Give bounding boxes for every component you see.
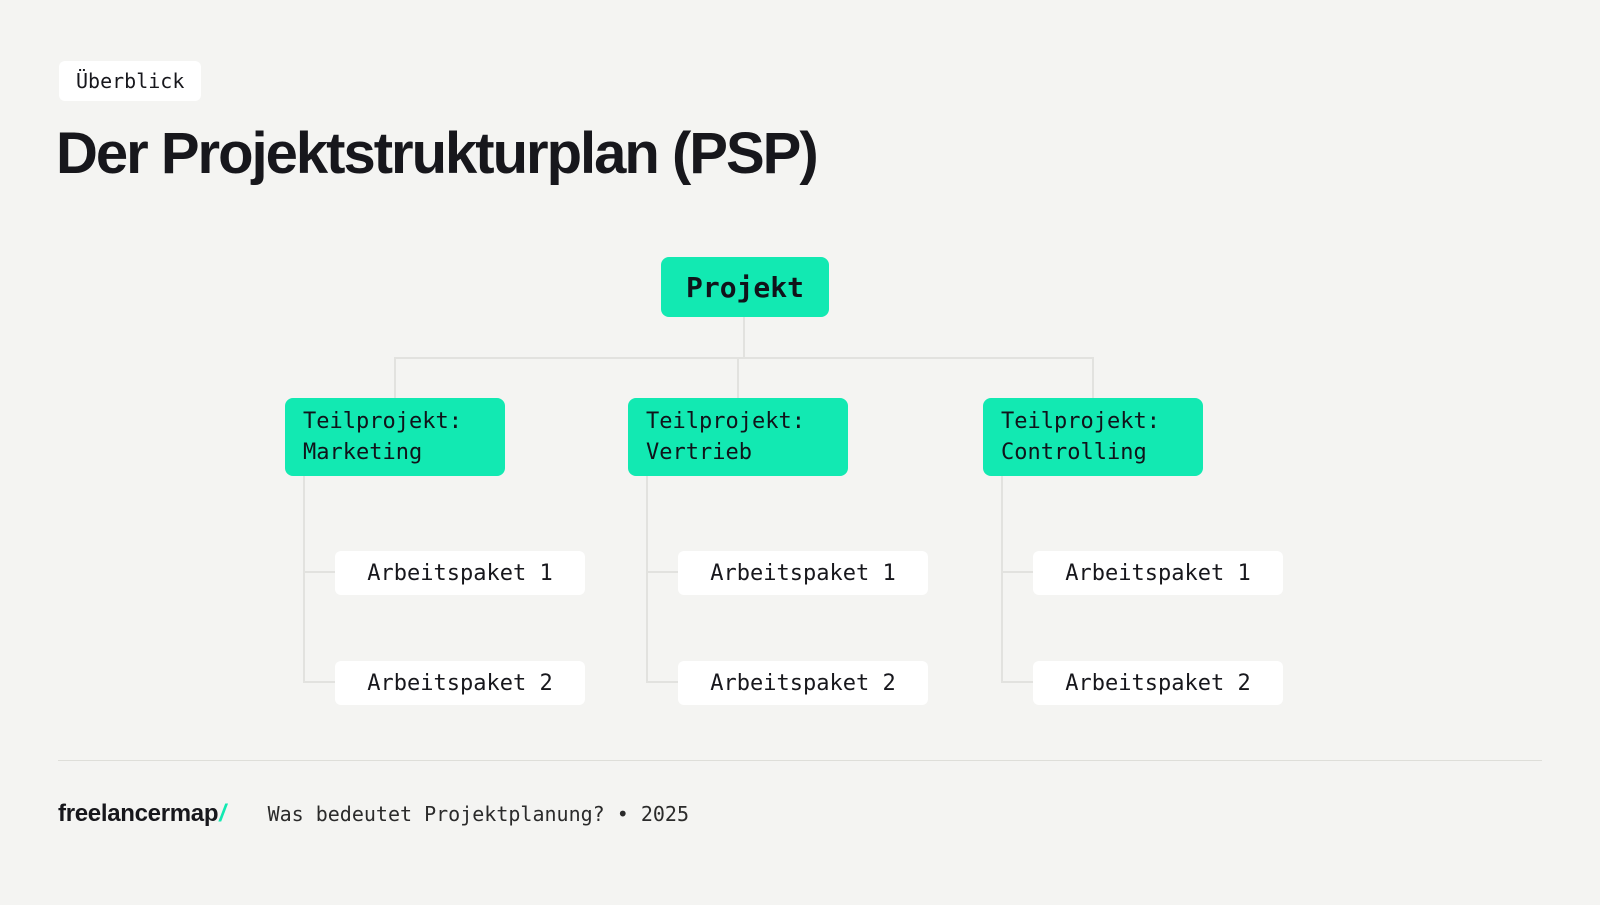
logo-slash-icon: / xyxy=(219,800,226,827)
workpackage-label: Arbeitspaket 2 xyxy=(1065,670,1251,696)
footer-caption: Was bedeutet Projektplanung? • 2025 xyxy=(267,802,689,826)
connector-drop-controlling xyxy=(1092,357,1094,399)
overview-badge: Überblick xyxy=(59,61,202,101)
connector-elbow xyxy=(646,571,678,573)
connector-drop-vertrieb xyxy=(737,357,739,399)
workpackage-label: Arbeitspaket 1 xyxy=(367,560,553,586)
page-title: Der Projektstrukturplan (PSP) xyxy=(56,121,819,186)
logo-wordmark: freelancermap xyxy=(58,800,219,827)
workpackage-label: Arbeitspaket 1 xyxy=(1065,560,1251,586)
branch-title: Teilprojekt: xyxy=(646,409,805,434)
connector-descender-controlling xyxy=(1001,476,1003,682)
workpackage-node: Arbeitspaket 1 xyxy=(678,551,928,595)
workpackage-node: Arbeitspaket 2 xyxy=(678,661,928,705)
footer-divider xyxy=(58,760,1542,761)
footer: freelancermap / Was bedeutet Projektplan… xyxy=(58,800,689,828)
connector-elbow xyxy=(1001,571,1033,573)
workpackage-label: Arbeitspaket 2 xyxy=(367,670,553,696)
freelancermap-logo: freelancermap / xyxy=(58,800,226,828)
branch-name: Controlling xyxy=(1001,440,1147,465)
workpackage-label: Arbeitspaket 1 xyxy=(710,560,896,586)
branch-title: Teilprojekt: xyxy=(1001,409,1160,434)
connector-elbow xyxy=(303,681,335,683)
root-node-label: Projekt xyxy=(685,270,804,304)
root-node-projekt: Projekt xyxy=(661,257,829,317)
connector-root-stem xyxy=(743,317,745,358)
connector-elbow xyxy=(303,571,335,573)
connector-descender-vertrieb xyxy=(646,476,648,682)
branch-node-controlling: Teilprojekt: Controlling xyxy=(983,398,1203,476)
workpackage-node: Arbeitspaket 2 xyxy=(1033,661,1283,705)
workpackage-node: Arbeitspaket 1 xyxy=(1033,551,1283,595)
branch-node-marketing: Teilprojekt: Marketing xyxy=(285,398,505,476)
connector-descender-marketing xyxy=(303,476,305,682)
branch-title: Teilprojekt: xyxy=(303,409,462,434)
connector-elbow xyxy=(646,681,678,683)
workpackage-node: Arbeitspaket 1 xyxy=(335,551,585,595)
workpackage-label: Arbeitspaket 2 xyxy=(710,670,896,696)
connector-elbow xyxy=(1001,681,1033,683)
branch-name: Vertrieb xyxy=(646,440,752,465)
branch-name: Marketing xyxy=(303,440,423,465)
connector-drop-marketing xyxy=(394,357,396,399)
connector-horizontal-rail xyxy=(394,357,1094,359)
branch-node-vertrieb: Teilprojekt: Vertrieb xyxy=(628,398,848,476)
workpackage-node: Arbeitspaket 2 xyxy=(335,661,585,705)
